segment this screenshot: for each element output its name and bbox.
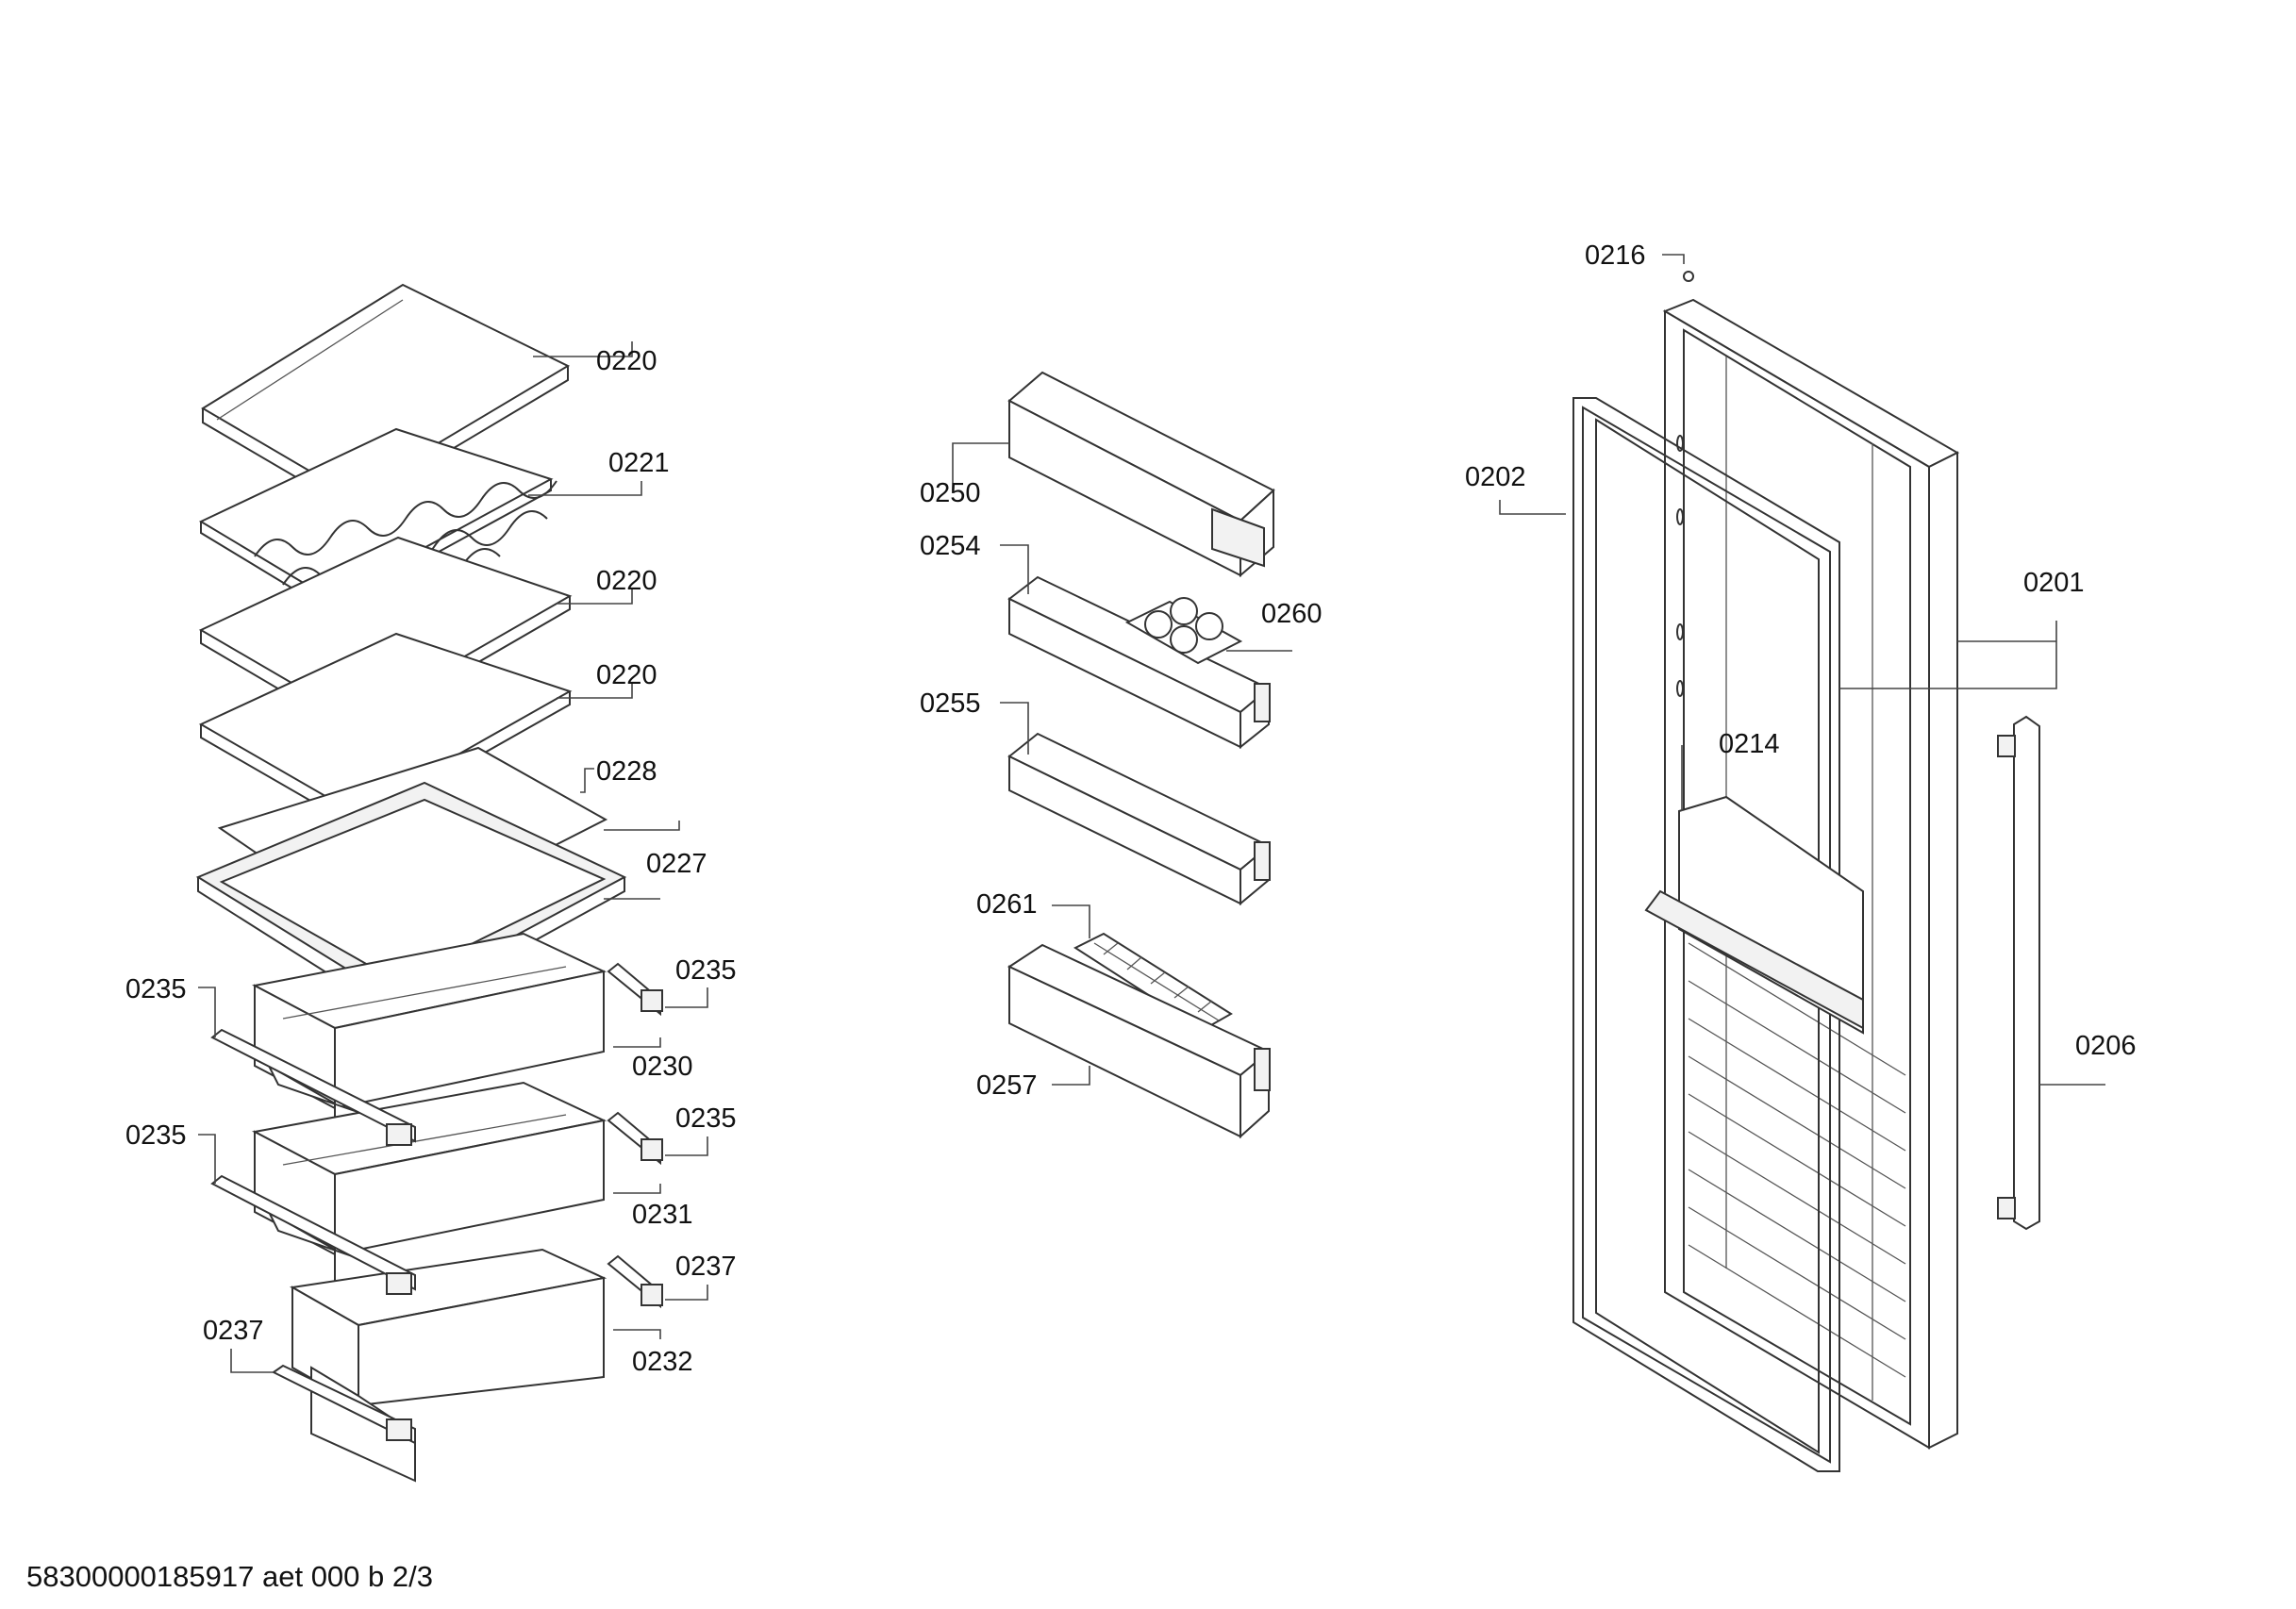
door-panel <box>1662 298 1960 1450</box>
door-handle <box>1997 715 2040 1231</box>
label-ice-tray: 0261 <box>976 889 1038 920</box>
drawer-lower <box>290 1248 607 1483</box>
door-shelf-bottom <box>1007 943 1271 1139</box>
door-flap <box>1644 795 1864 1035</box>
label-rail-left-1: 0235 <box>125 974 187 1004</box>
label-door-gasket: 0202 <box>1465 462 1526 492</box>
label-drawer-2: 0231 <box>632 1200 693 1230</box>
label-door-shelf-bottom: 0257 <box>976 1070 1038 1101</box>
egg-tray <box>1124 597 1243 665</box>
label-rail-left-2: 0235 <box>125 1120 187 1151</box>
label-rail-right-2: 0235 <box>675 1103 737 1134</box>
label-drawer-3: 0232 <box>632 1347 693 1377</box>
door-gasket <box>1572 397 1840 1472</box>
label-rail-right-3: 0237 <box>675 1252 737 1282</box>
label-shelf-low: 0220 <box>596 660 657 690</box>
rail-left-1 <box>210 1028 416 1146</box>
door-bins-group <box>1007 371 1275 1139</box>
label-door-shelf-egg: 0254 <box>920 531 981 561</box>
label-shelf-top: 0220 <box>596 346 657 376</box>
part-labels: 0220 0221 0220 0220 0228 0227 0235 0235 … <box>125 241 2137 1377</box>
door-shelf-mid <box>1007 732 1271 906</box>
label-door-shelf-mid: 0255 <box>920 688 981 719</box>
label-drawer-1: 0230 <box>632 1052 693 1082</box>
rail-right-2 <box>607 1111 663 1166</box>
door-shelf-egg <box>1007 575 1271 750</box>
leader-lines <box>198 254 2105 1373</box>
label-rail-left-3: 0237 <box>203 1316 264 1346</box>
rail-right-1 <box>607 962 663 1017</box>
screw-cap <box>1683 271 1694 282</box>
label-shelf-mid: 0220 <box>596 566 657 596</box>
document-id: 58300000185917 aet 000 b 2/3 <box>26 1560 433 1593</box>
rails-group <box>210 962 663 1445</box>
drawers-group <box>251 932 607 1483</box>
door-shelf-top <box>1007 371 1275 578</box>
label-wine-rack: 0221 <box>608 448 670 478</box>
label-glass-cover: 0228 <box>596 756 657 787</box>
rail-left-3 <box>272 1364 416 1445</box>
label-cover-frame: 0227 <box>646 849 707 879</box>
label-egg-tray: 0260 <box>1261 599 1323 629</box>
door-group <box>1572 271 2040 1472</box>
label-door-panel: 0201 <box>2023 568 2085 598</box>
shelves-group <box>195 283 627 1019</box>
rail-left-2 <box>210 1174 416 1295</box>
label-rail-right-1: 0235 <box>675 955 737 986</box>
label-door-handle: 0206 <box>2075 1031 2137 1061</box>
label-door-shelf-top: 0250 <box>920 478 981 508</box>
rail-right-3 <box>607 1254 663 1309</box>
label-door-flap: 0214 <box>1719 729 1780 759</box>
label-screw-cap: 0216 <box>1585 241 1646 271</box>
